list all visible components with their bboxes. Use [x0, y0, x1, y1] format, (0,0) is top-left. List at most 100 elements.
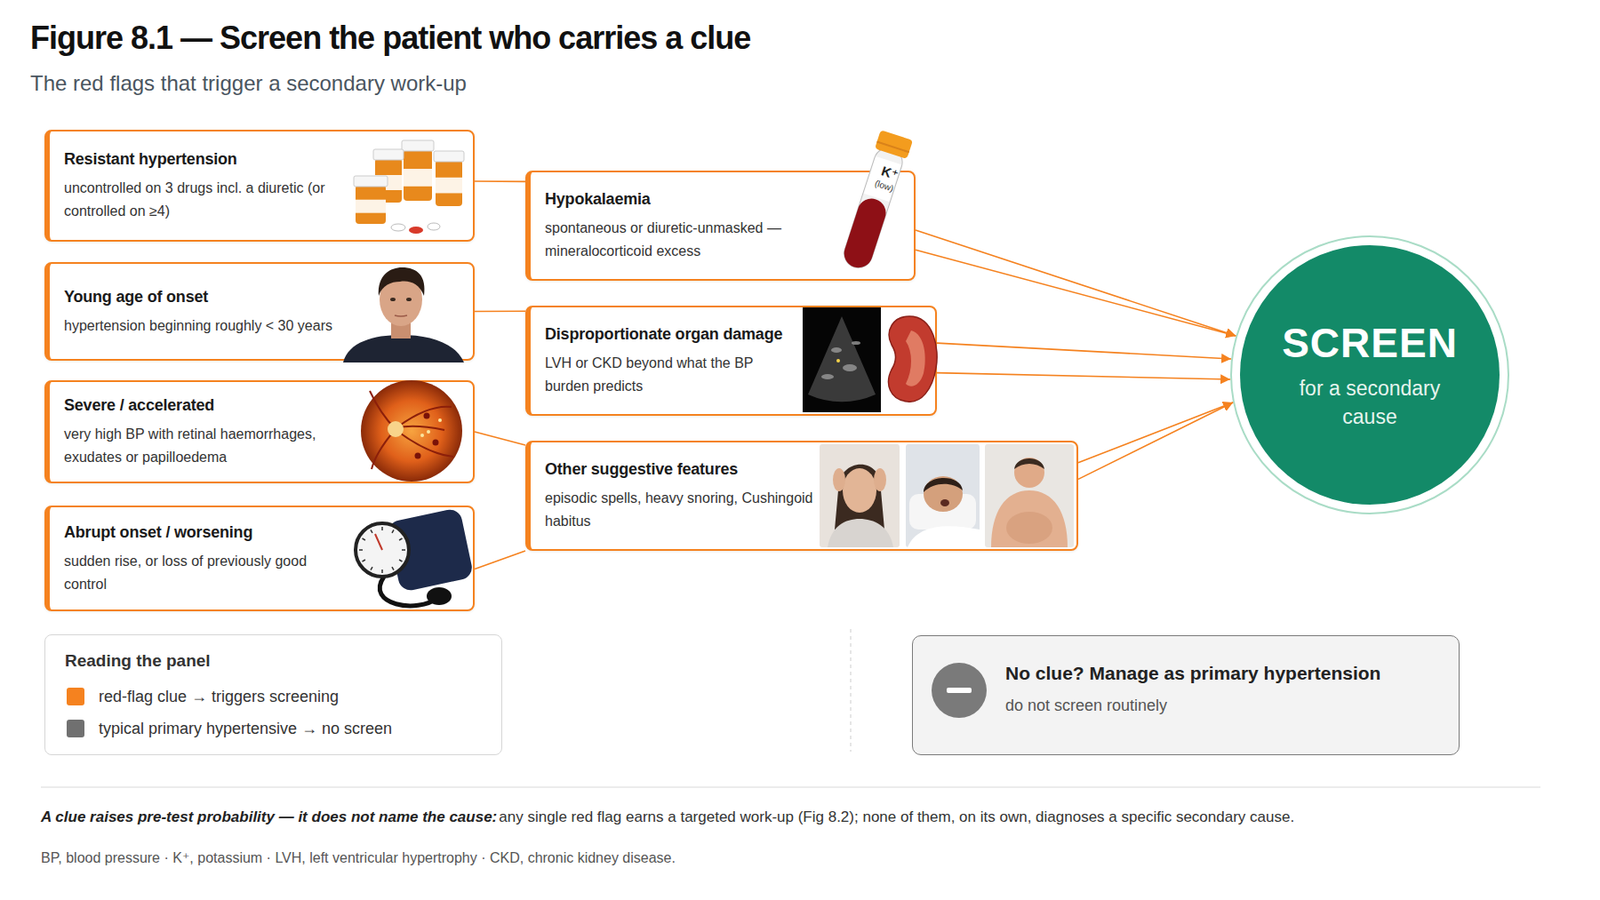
abbreviations: BP, blood pressure · K⁺, potassium · LVH…	[40, 849, 676, 867]
connector-arrow	[474, 432, 526, 446]
photo-hair	[1014, 458, 1045, 470]
box-heading: Disproportionate organ damage	[544, 323, 801, 345]
box-body: episodic spells, heavy snoring, Cushingo…	[544, 487, 816, 534]
text-block: Hypokalaemiaspontaneous or diuretic-unma…	[544, 172, 799, 280]
gauge-tick	[361, 560, 365, 562]
text-block: SCREEN for a secondary cause	[1230, 235, 1510, 515]
tube-cap	[874, 129, 913, 160]
pill-bottle	[355, 184, 386, 224]
box-body: sudden rise, or loss of previously good …	[64, 550, 331, 597]
photo-face	[923, 476, 963, 512]
haemorrhage	[432, 440, 440, 447]
illustration	[912, 636, 1461, 757]
gauge-tick	[359, 549, 363, 552]
legend-panel: Reading the panelred-flag clue → trigger…	[44, 634, 503, 756]
photo-belly	[1006, 512, 1053, 544]
photo-face	[842, 468, 877, 513]
exudate	[426, 430, 431, 434]
connector-arrow	[474, 180, 526, 183]
optic-disc	[387, 421, 404, 438]
no-clue-box: No clue? Manage as primary hypertensiond…	[912, 635, 1460, 756]
minus-icon	[931, 663, 987, 719]
caption: A clue raises pre-test probability — it …	[40, 808, 497, 826]
legend-swatch	[66, 720, 85, 738]
photo-head	[1014, 457, 1045, 488]
box-heading: Severe / accelerated	[64, 394, 331, 416]
red-flag-box: Disproportionate organ damageLVH or CKD …	[525, 305, 937, 416]
screen-circle: SCREEN for a secondary cause	[1230, 235, 1510, 515]
gauge-tick	[401, 549, 406, 552]
red-flag-box: Resistant hypertensionuncontrolled on 3 …	[44, 129, 475, 242]
echo-speckle	[831, 347, 842, 353]
kidney-inner	[905, 330, 926, 387]
connector-arrow	[474, 551, 526, 569]
connector-arrow	[915, 249, 1236, 336]
gauge-tick	[399, 560, 402, 562]
legend-swatch	[66, 688, 85, 706]
cap-ridge	[877, 142, 910, 153]
connector-arrow	[474, 310, 526, 312]
caption-row: A clue raises pre-test probability — it …	[40, 808, 1295, 827]
exudate	[420, 433, 424, 438]
box-heading: Other suggestive features	[544, 458, 816, 480]
echo-speckle	[821, 374, 834, 380]
box-body: hypertension beginning roughly < 30 year…	[64, 314, 358, 338]
kidney	[888, 316, 938, 402]
bottle-cap	[353, 176, 388, 187]
person-shoulders	[343, 335, 464, 363]
text-block: Other suggestive features episodic spells…	[544, 442, 816, 550]
tube-label	[864, 156, 902, 202]
echo-dot	[836, 359, 840, 363]
subtitle: The red flags that trigger a secondary w…	[30, 71, 467, 96]
photo-mouth	[940, 499, 950, 507]
photo-hair	[923, 478, 963, 493]
person-mouth	[394, 315, 408, 317]
caption-text: any single red flag earns a targeted wor…	[498, 808, 1295, 826]
connector-arrow	[915, 230, 1236, 336]
echo-fan	[808, 316, 876, 402]
pill	[427, 223, 440, 231]
blood-tube	[838, 129, 913, 272]
haemorrhage	[415, 453, 422, 460]
photo-hand	[873, 468, 887, 492]
connector-arrow	[936, 343, 1232, 360]
gauge-tick	[392, 567, 394, 570]
text-block: Resistant hypertensionuncontrolled on 3 …	[64, 131, 340, 240]
bottle-label	[403, 168, 432, 187]
person-eye	[390, 297, 396, 302]
connector-arrow	[936, 373, 1231, 380]
pill-bottle	[435, 160, 463, 207]
red-flag-box: Severe / acceleratedvery high BP with re…	[44, 380, 475, 484]
tube-glass	[840, 144, 907, 272]
red-flag-box: Young age of onsethypertension beginning…	[44, 262, 475, 361]
screen-outer-ring	[1231, 236, 1509, 514]
gauge-tick	[381, 569, 384, 574]
bottle-cap	[373, 149, 404, 160]
text-block: Severe / acceleratedvery high BP with re…	[64, 382, 331, 482]
gauge-tick	[399, 538, 402, 541]
connector-arrow	[1078, 402, 1233, 480]
gauge-tick	[381, 527, 384, 531]
red-flag-box: Other suggestive features episodic spells…	[525, 440, 1079, 552]
box-body: uncontrolled on 3 drugs incl. a diuretic…	[64, 176, 340, 224]
no-clue-body: do not screen routinely	[1005, 696, 1381, 716]
figure-title: Figure 8.1 — Screen the patient who carr…	[30, 19, 751, 57]
legend-text: typical primary hypertensive → no screen	[98, 720, 392, 739]
illustration	[1230, 235, 1510, 515]
cuff-bulb	[426, 587, 452, 606]
person-hair	[378, 267, 425, 296]
gauge-face	[355, 523, 409, 577]
screen-subtext: for a secondary cause	[1280, 374, 1459, 432]
gauge-tick	[361, 538, 365, 541]
screen-heading: SCREEN	[1281, 319, 1458, 368]
tube-blood	[840, 194, 890, 272]
exudate	[438, 418, 442, 423]
panel-heading: Reading the panel	[64, 651, 211, 672]
echo-image	[802, 307, 881, 413]
minus-bar	[946, 688, 972, 694]
legend-item: typical primary hypertensive → no screen	[66, 718, 392, 740]
red-flag-box: K⁺(low)Hypokalaemiaspontaneous or diuret…	[525, 170, 916, 281]
box-body: LVH or CKD beyond what the BP burden pre…	[544, 352, 801, 399]
retina-fundus	[360, 380, 463, 482]
